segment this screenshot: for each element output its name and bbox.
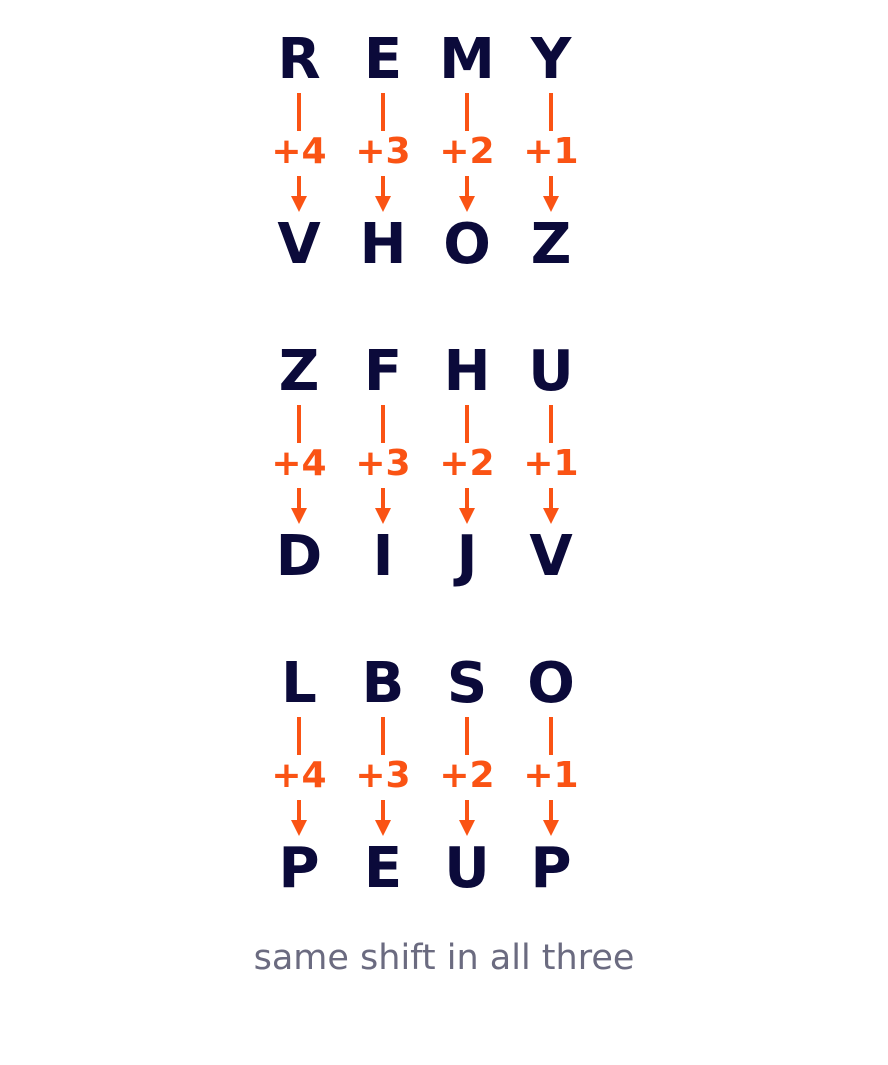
input-letter: E [363, 27, 403, 92]
shift-label: +1 [523, 131, 579, 172]
connector-line [465, 717, 469, 755]
input-letter: Z [278, 339, 320, 404]
shift-label: +3 [355, 131, 411, 172]
output-letter: I [372, 524, 394, 589]
input-letter: B [361, 651, 405, 716]
caption: same shift in all three [253, 938, 635, 978]
shift-label: +4 [271, 755, 327, 796]
input-letter: R [277, 27, 321, 92]
input-letter: L [281, 651, 317, 716]
output-letter: P [278, 836, 320, 901]
arrow-down-icon [289, 176, 309, 214]
arrow-down-icon [373, 176, 393, 214]
connector-line [549, 93, 553, 131]
output-letter: J [456, 524, 478, 589]
arrow-down-icon [373, 488, 393, 526]
shift-label: +3 [355, 755, 411, 796]
connector-line [381, 93, 385, 131]
connector-line [465, 405, 469, 443]
arrow-down-icon [457, 176, 477, 214]
arrow-down-icon [289, 488, 309, 526]
arrow-down-icon [541, 488, 561, 526]
shift-label: +2 [439, 755, 495, 796]
connector-line [381, 405, 385, 443]
connector-line [297, 405, 301, 443]
output-letter: E [363, 836, 403, 901]
arrow-down-icon [541, 800, 561, 838]
output-letter: P [530, 836, 572, 901]
output-letter: V [529, 524, 573, 589]
shift-label: +2 [439, 443, 495, 484]
output-letter: O [443, 212, 491, 277]
arrow-down-icon [373, 800, 393, 838]
connector-line [297, 717, 301, 755]
input-letter: O [527, 651, 575, 716]
output-letter: Z [530, 212, 572, 277]
connector-line [297, 93, 301, 131]
connector-line [381, 717, 385, 755]
connector-line [549, 405, 553, 443]
connector-line [549, 717, 553, 755]
input-letter: Y [530, 27, 572, 92]
arrow-down-icon [289, 800, 309, 838]
arrow-down-icon [541, 176, 561, 214]
shift-label: +1 [523, 755, 579, 796]
output-letter: H [359, 212, 407, 277]
connector-line [465, 93, 469, 131]
shift-label: +4 [271, 443, 327, 484]
input-letter: M [439, 27, 495, 92]
shift-label: +1 [523, 443, 579, 484]
output-letter: V [277, 212, 321, 277]
arrow-down-icon [457, 800, 477, 838]
input-letter: F [363, 339, 403, 404]
input-letter: U [528, 339, 574, 404]
shift-label: +2 [439, 131, 495, 172]
output-letter: D [275, 524, 323, 589]
input-letter: S [446, 651, 488, 716]
shift-label: +3 [355, 443, 411, 484]
shift-label: +4 [271, 131, 327, 172]
input-letter: H [443, 339, 491, 404]
arrow-down-icon [457, 488, 477, 526]
output-letter: U [444, 836, 490, 901]
